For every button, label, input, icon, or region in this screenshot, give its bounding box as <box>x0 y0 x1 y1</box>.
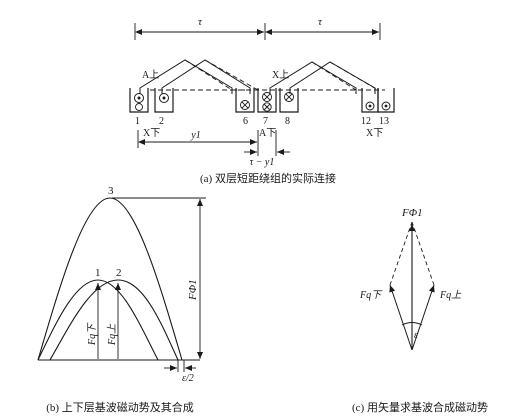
peak-label-2: 2 <box>116 267 122 279</box>
f-q-bottom-vector <box>389 284 413 351</box>
caption-a: (a) 双层短距绕组的实际连接 <box>200 171 336 185</box>
conductors <box>134 92 391 112</box>
f-phi1-right-label: FΦ1 <box>401 207 423 219</box>
caption-b: (b) 上下层基波磁动势及其合成 <box>46 400 194 414</box>
coil-number-7: 7 <box>263 116 268 127</box>
upper-layer-wave-2 <box>49 279 179 361</box>
f-q-bottom-left-label: Fq下 <box>87 322 98 346</box>
tau-minus-y1-label: τ − y1 <box>250 157 275 168</box>
tau-left-label: τ <box>198 16 203 28</box>
caption-c: (c) 用矢量求基波合成磁动势 <box>352 400 488 414</box>
f-q-top-left-label: Fq上 <box>106 323 118 346</box>
conductor-dot-1 <box>134 93 144 103</box>
coil-number-13: 13 <box>379 116 389 127</box>
coil-number-6: 6 <box>243 116 248 127</box>
conductor-cross-6 <box>240 100 250 110</box>
tau-right-label: τ <box>318 16 323 28</box>
lower-layer-coil-sides <box>184 59 379 91</box>
f-phi1-left-label: FΦ1 <box>187 279 199 301</box>
winding-connection-diagram: τ τ <box>129 16 395 185</box>
coil-number-8: 8 <box>285 116 290 127</box>
x-bottom-left-label: X下 <box>143 128 160 139</box>
a-top-label: A上 <box>142 69 159 81</box>
coil-number-1: 1 <box>135 116 140 127</box>
conductor-dot-12 <box>365 101 375 111</box>
a-bottom-label: A下 <box>259 128 276 139</box>
y1-label: y1 <box>190 130 200 141</box>
f-q-top-vector <box>411 284 435 351</box>
f-q-bottom-right-label: Fq下 <box>359 290 383 301</box>
conductor-dot-2 <box>159 93 169 103</box>
mmf-waves-diagram: 3 1 2 FΦ1 Fq下 Fq上 ε/2 (b) 上下层基波磁动势及其合成 <box>37 185 206 414</box>
f-q-top-right-label: Fq上 <box>439 289 462 301</box>
conductor-cross-7 <box>262 92 272 112</box>
phasor-diagram: FΦ1 Fq下 Fq上 ε (c) 用矢量求基波合成磁动势 <box>352 207 488 414</box>
conductor-dot-13 <box>381 101 391 111</box>
coil-number-12: 12 <box>361 116 371 127</box>
y1-dimension <box>137 130 290 156</box>
conductor-cross-8 <box>284 92 294 102</box>
x-bottom-right-label: X下 <box>366 128 383 139</box>
slots <box>129 88 395 113</box>
tau-dimensions <box>134 23 381 40</box>
resultant-wave-3 <box>37 197 183 361</box>
eps-half-label: ε/2 <box>182 373 194 384</box>
peak-label-1: 1 <box>95 267 101 279</box>
peak-label-3: 3 <box>108 185 114 197</box>
x-top-label: X上 <box>272 69 289 81</box>
epsilon-arc <box>401 322 423 326</box>
epsilon-label: ε <box>414 330 418 341</box>
f-phi1-dimension <box>112 197 206 359</box>
coil-number-2: 2 <box>159 116 164 127</box>
lower-layer-wave-1 <box>37 279 159 361</box>
eps-half-dimension <box>164 360 196 372</box>
